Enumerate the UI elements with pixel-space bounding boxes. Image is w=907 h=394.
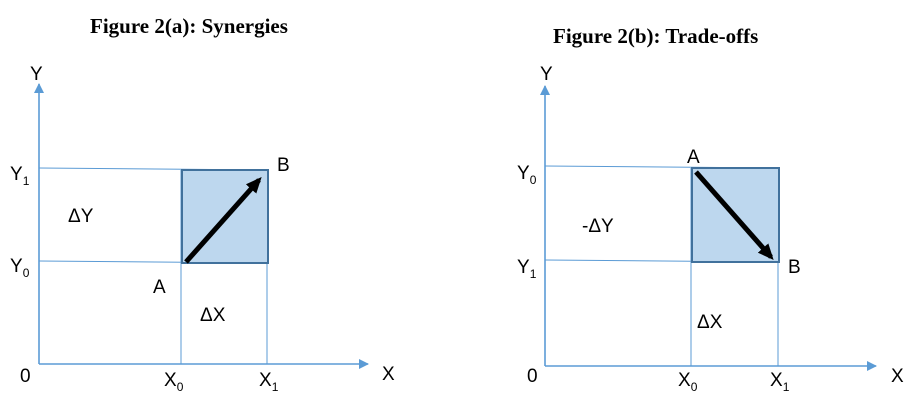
figure-2b-arrow	[694, 170, 774, 260]
figure-2b-x-left-label: X0	[678, 370, 698, 394]
figure-2a-x-axis-label: X	[382, 364, 395, 385]
figure-2a-y-axis-label: Y	[30, 64, 43, 85]
figure-2b-y-axis-label: Y	[540, 64, 553, 85]
figure-2a-y-lower-label: Y0	[10, 256, 30, 280]
figure-2b-x-right-label: X1	[770, 370, 790, 394]
figure-2b: Figure 2(b): Trade-offs Y X 0 Y0 Y1 X0 X…	[517, 24, 904, 394]
figure-2a-origin-label: 0	[20, 366, 31, 387]
figure-2a-x-left-label: X0	[164, 370, 184, 394]
figure-2a-arrow	[184, 177, 262, 264]
figure-2b-title: Figure 2(b): Trade-offs	[553, 24, 758, 48]
figure-2b-point-b-label: B	[788, 257, 801, 278]
figure-2b-y-lower-label: Y1	[517, 257, 537, 281]
figure-2a-point-a-label: A	[153, 277, 166, 298]
figure-2b-y-upper-label: Y0	[517, 163, 537, 187]
figure-2b-point-a-label: A	[687, 147, 700, 168]
figure-2b-delta-y-label: -ΔY	[582, 216, 614, 237]
figure-2b-delta-x-label: ΔX	[697, 312, 723, 333]
figure-2a-point-b-label: B	[277, 155, 290, 176]
figure-2b-origin-label: 0	[527, 366, 538, 387]
figure-2a: Figure 2(a): Synergies Y X 0 Y1 Y0 X0 X1…	[10, 14, 395, 394]
figure-2a-x-right-label: X1	[259, 370, 279, 394]
figure-2a-title: Figure 2(a): Synergies	[90, 14, 288, 38]
figure-2a-y-upper-label: Y1	[10, 164, 30, 188]
figure-2a-delta-y-label: ΔY	[68, 206, 94, 227]
figure-2b-x-axis-label: X	[891, 366, 904, 387]
figure-2a-delta-x-label: ΔX	[200, 305, 226, 326]
